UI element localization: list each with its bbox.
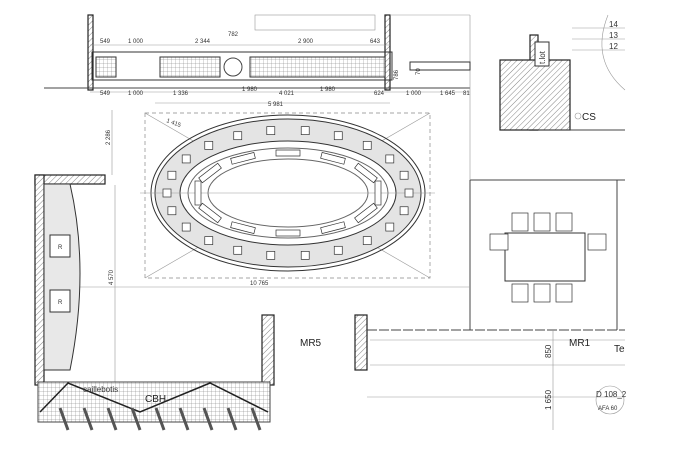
dimension-lines: 549 1 000 2 344 782 2 900 643 549 1 000 … <box>44 32 470 400</box>
screen <box>374 180 382 206</box>
screen <box>275 149 301 157</box>
dim-vert-3: 786 <box>394 69 400 80</box>
room-label-mr5: MR5 <box>300 338 322 349</box>
bench: R R <box>43 183 81 371</box>
seat <box>266 126 276 135</box>
terrace: caillebotis CBH <box>37 381 271 431</box>
drain-arrow-icon <box>250 407 262 431</box>
dim-vert-1: 2 286 <box>106 129 112 145</box>
dim-bot-7: 624 <box>374 91 385 97</box>
walls <box>34 14 625 398</box>
seat <box>362 236 372 245</box>
dim-bot-5: 4 021 <box>279 91 295 97</box>
seat <box>399 206 409 216</box>
oval-conference-table <box>140 112 435 279</box>
screen <box>198 162 222 184</box>
chair <box>533 212 551 232</box>
seat <box>233 131 243 141</box>
meeting-table <box>489 212 607 303</box>
stair-step-13: 13 <box>609 31 618 40</box>
seat <box>399 170 409 180</box>
seat <box>162 188 172 198</box>
chair <box>511 283 529 303</box>
seat <box>300 126 310 135</box>
seat <box>181 222 191 232</box>
dim-top-1: 549 <box>100 39 111 45</box>
seat <box>385 154 395 164</box>
screen <box>230 221 256 234</box>
seat <box>266 251 276 260</box>
dim-overall: 5 981 <box>268 102 284 108</box>
dim-top-4: 782 <box>228 32 239 38</box>
dim-diagonal: 1 415 <box>165 118 182 129</box>
screen <box>198 202 222 224</box>
stair-step-12: 12 <box>609 42 618 51</box>
dim-bot-1: 549 <box>100 91 111 97</box>
counter <box>91 14 471 81</box>
room-label-te: Te <box>614 344 625 355</box>
dim-top-5: 2 900 <box>298 39 314 45</box>
seat <box>233 245 243 255</box>
seat <box>404 188 414 198</box>
room-label-cs: CS <box>582 112 596 123</box>
room-label-mr1: MR1 <box>569 338 591 349</box>
screen <box>320 221 346 234</box>
chair <box>511 212 529 232</box>
room-label-tlot: t.lot <box>538 50 547 64</box>
dim-bot-2: 1 000 <box>128 91 144 97</box>
drain-arrow-icon <box>58 407 70 431</box>
section-dim-850: 850 <box>544 344 553 358</box>
seat <box>362 141 372 150</box>
screen <box>354 202 378 224</box>
screen <box>354 162 378 184</box>
screen <box>230 152 256 165</box>
drain-arrow-icon <box>106 407 118 431</box>
chair <box>587 233 607 251</box>
drain-arrow-icon <box>82 407 94 431</box>
dim-top-3: 2 344 <box>195 39 211 45</box>
drain-arrow-icon <box>226 407 238 431</box>
dim-bot-9: 1 645 <box>440 91 456 97</box>
stair-step-14: 14 <box>609 20 618 29</box>
seat <box>167 170 177 180</box>
drain-arrow-icon <box>130 407 142 431</box>
screen <box>275 229 301 237</box>
radiator-label-2: R <box>58 300 63 306</box>
seat <box>167 206 177 216</box>
terrace-material: caillebotis <box>83 385 118 394</box>
screen <box>320 152 346 165</box>
dim-top-2: 1 000 <box>128 39 144 45</box>
dim-bot-3: 1 336 <box>173 91 189 97</box>
dim-vert-2: 4 570 <box>109 269 115 285</box>
seat <box>385 222 395 232</box>
seat <box>204 141 214 150</box>
dim-vert-4: 70 <box>416 68 422 75</box>
seat <box>181 154 191 164</box>
seat <box>300 251 310 260</box>
stairs: 14 13 12 <box>572 14 626 91</box>
seat <box>333 131 343 141</box>
dim-top-6: 643 <box>370 39 381 45</box>
screen <box>194 180 202 206</box>
dim-bot-6: 1 980 <box>320 87 336 93</box>
chair <box>555 212 573 232</box>
chair <box>533 283 551 303</box>
door-tag-code: D 108_2 <box>596 390 627 399</box>
seat <box>204 236 214 245</box>
drain-arrow-icon <box>202 407 214 431</box>
dim-bot-8: 1 000 <box>406 91 422 97</box>
radiator-label-1: R <box>58 245 63 251</box>
drain-arrow-icon <box>154 407 166 431</box>
dim-room-width: 10 765 <box>250 281 269 287</box>
door-tag: D 108_2 AFA 60 <box>595 385 627 415</box>
dim-bot-4: 1 980 <box>242 87 258 93</box>
chair <box>555 283 573 303</box>
dim-bot-10: 81 <box>463 91 470 97</box>
section-dim-1650: 1 650 <box>544 389 553 410</box>
terrace-code: CBH <box>145 394 166 405</box>
chair <box>489 233 509 251</box>
drain-arrow-icon <box>178 407 190 431</box>
door-tag-rating: AFA 60 <box>598 406 618 412</box>
seat <box>333 245 343 255</box>
